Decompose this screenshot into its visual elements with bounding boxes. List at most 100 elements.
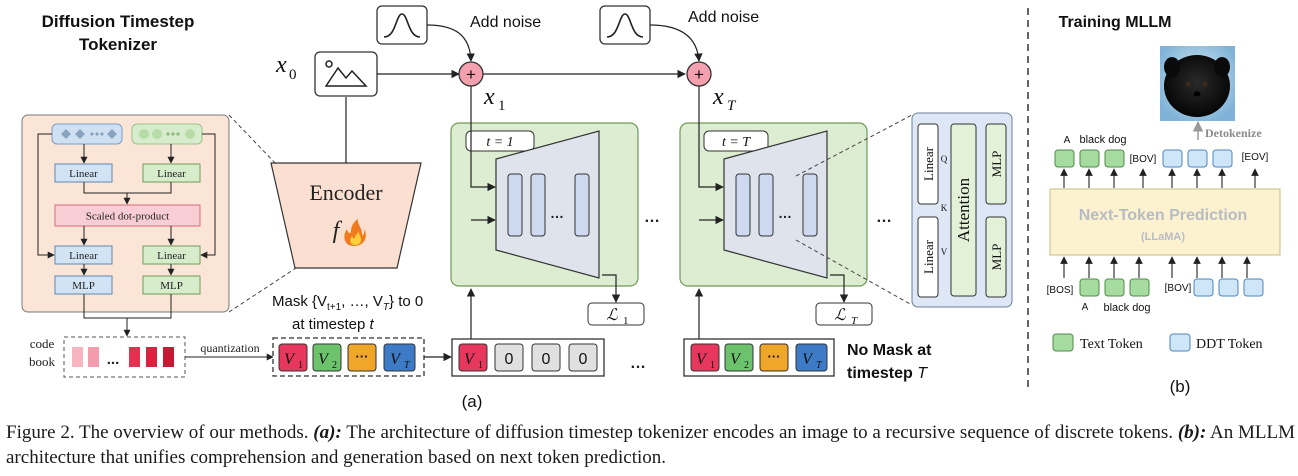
- loss-subscript-T: T: [851, 315, 858, 327]
- sequence-ellipsis: …: [630, 355, 646, 372]
- encoder-symbol: f: [333, 218, 343, 244]
- image-landscape-icon: [324, 60, 368, 87]
- token-v2-sub: 2: [744, 360, 749, 371]
- loss-label-1: ℒ: [606, 307, 618, 324]
- feature-dots: …: [550, 205, 564, 221]
- legend-ddt-token-swatch: [1169, 333, 1191, 352]
- codebook-entry: [163, 347, 174, 367]
- mask-caption-line1: Mask {Vt+1, …, VT} to 0: [272, 293, 423, 313]
- timestep-label-1: t = 1: [486, 135, 513, 150]
- zero-label: 0: [505, 351, 514, 368]
- detail-linear-bottom: [917, 216, 939, 298]
- gaussian-icon: [606, 13, 644, 38]
- loss-box-1: [587, 302, 645, 326]
- xT-subscript: T: [727, 98, 737, 114]
- caption-figure-prefix: Figure 2. The overview of our methods.: [6, 422, 314, 443]
- token-v1-sub: 1: [478, 360, 483, 371]
- add-noise-label-2: Add noise: [688, 9, 759, 26]
- legend-text-token-label: Text Token: [1080, 337, 1143, 352]
- feature-dots: …: [778, 205, 792, 221]
- no-mask-line1: No Mask at: [847, 342, 932, 359]
- tokenizer-title-line1: Diffusion Timestep: [42, 12, 195, 31]
- xT-label: x: [712, 84, 724, 110]
- plus-icon: +: [466, 65, 476, 84]
- llama-label: (LLaMA): [1141, 231, 1185, 243]
- detail-linear-bottom-label: Linear: [921, 239, 936, 274]
- token-vT: [383, 343, 416, 372]
- in-label-a: A: [1082, 302, 1089, 313]
- codebook-entry: [146, 347, 157, 367]
- diffusion-block-t1: t = 1 … … ℒ 1: [450, 86, 660, 342]
- token-v2: [312, 343, 342, 372]
- token-dots: [347, 343, 377, 372]
- token-v1: [690, 343, 720, 372]
- caption-a-label: (a):: [313, 422, 342, 443]
- detokenize-label: Detokenize: [1205, 126, 1262, 140]
- token-v1-label: V: [464, 351, 476, 368]
- block1-connectors: [466, 86, 621, 342]
- linear-label-4: Linear: [157, 250, 186, 262]
- q-label: Q: [941, 154, 948, 164]
- plus-icon: +: [694, 65, 704, 84]
- mllm-title: Training MLLM: [1059, 14, 1172, 31]
- blockT-connectors: [694, 86, 849, 342]
- timestep-label-T: t = T: [722, 135, 751, 150]
- mlp-label-2: MLP: [160, 280, 183, 292]
- caption-b-label: (b):: [1177, 422, 1207, 443]
- feature-bar: [530, 173, 546, 237]
- noise-box-1: [376, 5, 428, 45]
- detail-linear-top: [917, 123, 939, 205]
- output-text-token: [1104, 149, 1125, 168]
- output-ddt-token: [1212, 149, 1233, 168]
- detail-attention-label: Attention: [954, 177, 973, 242]
- feature-bar: [802, 173, 818, 237]
- subfigure-label-b: (b): [1170, 377, 1191, 396]
- ntp-output-arrows: [1060, 168, 1259, 188]
- detail-mlp-bottom-label: MLP: [989, 244, 1004, 271]
- in-label-bov: [BOV]: [1165, 283, 1192, 294]
- timestep-badge-1: [465, 130, 535, 152]
- unet-trapezoid-T: [723, 130, 828, 279]
- out-label-bov: [BOV]: [1130, 154, 1157, 165]
- timestep-badge-T: [703, 130, 769, 152]
- output-text-token: [1079, 149, 1100, 168]
- zoom-line: [795, 239, 913, 306]
- feature-bar: [735, 173, 751, 237]
- token-v2-label: V: [730, 351, 742, 368]
- input-ddt-token: [1243, 278, 1264, 297]
- detail-mlp-top-label: MLP: [989, 151, 1004, 178]
- detail-mlp-bottom: [985, 216, 1007, 298]
- add-noise-label-1: Add noise: [470, 14, 541, 31]
- encoder-label: Encoder: [309, 180, 383, 205]
- input-text-token: [1129, 278, 1150, 297]
- scaled-dot-product-box: [54, 204, 201, 227]
- linear-label-1: Linear: [69, 168, 98, 180]
- detail-linear-top-label: Linear: [921, 146, 936, 181]
- in-label-black-dog: black dog: [1103, 302, 1150, 314]
- legend-ddt-token-label: DDT Token: [1196, 337, 1263, 352]
- v-label: V: [941, 247, 948, 257]
- attention-detail: Linear Linear Attention MLP MLP Q K V: [911, 112, 1013, 308]
- token-dots: [759, 343, 789, 372]
- diffusion-block-tT: t = T … … ℒ T: [679, 86, 913, 342]
- zero-label: 0: [579, 351, 588, 368]
- caption-a-text: The architecture of diffusion timestep t…: [341, 422, 1178, 443]
- out-label-black-dog: black dog: [1079, 134, 1126, 146]
- loss-label-T: ℒ: [834, 307, 846, 324]
- x0-subscript: 0: [289, 67, 297, 83]
- block-ellipsis: …: [644, 209, 660, 226]
- encoder-trapezoid: [270, 162, 422, 269]
- codebook-entry: [129, 347, 140, 367]
- mllm-panel: Training MLLM Detokenize A black dog [BO…: [1047, 14, 1281, 396]
- token-v1-label: V: [284, 351, 296, 368]
- circle-tokens-icon: [139, 129, 195, 139]
- token-v2: [724, 343, 754, 372]
- token-vT: [795, 343, 828, 372]
- encoder: Encoder f: [270, 97, 422, 269]
- loss-subscript-1: 1: [623, 315, 629, 327]
- zoom-line: [228, 267, 297, 313]
- no-mask-line2: timestep T: [847, 365, 928, 382]
- input-ddt-token: [1193, 278, 1214, 297]
- output-text-token: [1054, 149, 1075, 168]
